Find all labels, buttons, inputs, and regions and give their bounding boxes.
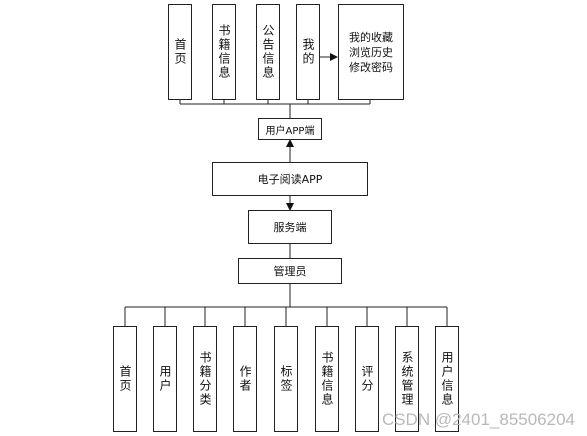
bottom-node-category: 书籍分类 (193, 326, 217, 432)
mine-detail-line: 浏览历史 (349, 45, 393, 59)
bottom-node-book-info: 书籍信息 (315, 326, 339, 432)
bottom-node-user-info: 用户信息 (435, 326, 459, 432)
user-app-label: 用户APP端 (265, 125, 315, 137)
bottom-node-label: 用户信息 (440, 351, 454, 407)
bottom-node-label: 评分 (360, 365, 374, 393)
top-node-label: 公告信息 (261, 24, 275, 80)
top-node-book-info: 书籍信息 (212, 4, 236, 100)
ebook-app-label: 电子阅读APP (257, 173, 323, 186)
top-node-home: 首页 (168, 4, 192, 100)
top-node-label: 书籍信息 (217, 24, 231, 80)
user-app-node: 用户APP端 (258, 118, 322, 140)
server-label: 服务端 (273, 221, 307, 234)
bottom-node-author: 作者 (233, 326, 257, 432)
bottom-node-label: 作者 (238, 365, 252, 393)
bottom-node-label: 用户 (158, 365, 172, 393)
bottom-node-tag: 标签 (274, 326, 298, 432)
watermark-text: CSDN @2401_85506204 (381, 410, 575, 429)
top-node-announcement: 公告信息 (256, 4, 280, 100)
bottom-node-user: 用户 (153, 326, 177, 432)
admin-node: 管理员 (238, 258, 342, 284)
top-node-mine: 我的 (296, 4, 320, 100)
bottom-node-label: 标签 (279, 365, 293, 393)
mine-detail-line: 我的收藏 (349, 30, 393, 44)
top-node-label: 我的 (301, 38, 315, 66)
bottom-node-label: 书籍信息 (320, 351, 334, 407)
bottom-node-label: 首页 (118, 365, 132, 393)
admin-label: 管理员 (273, 265, 307, 278)
bottom-node-system: 系统管理 (395, 326, 419, 432)
bottom-node-home: 首页 (113, 326, 137, 432)
bottom-node-label: 书籍分类 (198, 351, 212, 407)
mine-detail-node: 我的收藏 浏览历史 修改密码 (338, 4, 404, 100)
top-node-label: 首页 (173, 38, 187, 66)
server-node: 服务端 (248, 210, 332, 244)
bottom-node-rating: 评分 (355, 326, 379, 432)
bottom-node-label: 系统管理 (400, 351, 414, 407)
mine-detail-line: 修改密码 (349, 60, 393, 74)
ebook-app-node: 电子阅读APP (212, 162, 368, 196)
